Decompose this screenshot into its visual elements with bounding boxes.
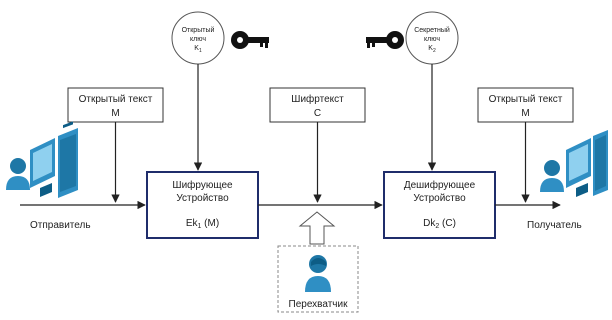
decryption-key-subscript: 2	[433, 48, 436, 54]
svg-text:Ek1 (M): Ek1 (M)	[186, 218, 219, 230]
svg-text:K2: K2	[428, 45, 436, 54]
receiver-label: Получатель	[527, 220, 582, 231]
decryption-formula-subscript: 2	[435, 223, 439, 230]
plaintext-out-box: Открытый текст M	[477, 87, 574, 123]
decryption-key-label-2: ключ	[424, 36, 440, 43]
svg-text:K1: K1	[194, 45, 202, 54]
plaintext-out-symbol: M	[521, 108, 529, 119]
interceptor-user-icon	[305, 255, 331, 292]
ciphertext-label: Шифртекст	[291, 93, 344, 105]
decryption-key-node: Секретный ключ K2	[405, 11, 459, 65]
ciphertext-box: Шифртекст C	[269, 87, 366, 123]
encryption-device-line2: Устройство	[176, 193, 229, 204]
encryption-formula-subscript: 1	[197, 223, 201, 230]
plaintext-in-symbol: M	[111, 108, 119, 119]
plaintext-in-box: Открытый текст M	[67, 87, 164, 123]
sender-user-icon	[6, 158, 30, 190]
sender-computer-icon	[30, 121, 78, 198]
decryption-formula-suffix: (C)	[439, 218, 456, 229]
decryption-device: Дешифрующее Устройство Dk2 (C)	[383, 171, 496, 239]
decryption-key-symbol: K	[428, 45, 433, 52]
encryption-formula-suffix: (M)	[201, 218, 219, 229]
sender-label: Отправитель	[30, 220, 91, 231]
encryption-key-icon	[231, 31, 269, 49]
interceptor-arrow	[298, 211, 336, 245]
encryption-key-subscript: 1	[199, 48, 202, 54]
decryption-device-line1: Дешифрующее	[404, 179, 476, 191]
svg-text:Dk2 (C): Dk2 (C)	[423, 218, 456, 230]
encryption-key-label-1: Открытый	[182, 26, 215, 34]
decryption-device-line2: Устройство	[413, 193, 466, 204]
plaintext-in-label: Открытый текст	[79, 94, 153, 105]
encryption-key-node: Открытый ключ K1	[171, 11, 225, 65]
encryption-key-symbol: K	[194, 45, 199, 52]
interceptor-label: Перехватчик	[289, 299, 349, 310]
decryption-key-label-1: Секретный	[414, 26, 450, 34]
encryption-key-label-2: ключ	[190, 36, 206, 43]
ciphertext-symbol: C	[314, 108, 321, 119]
encryption-device: Шифрующее Устройство Ek1 (M)	[146, 171, 259, 239]
encryption-device-line1: Шифрующее	[172, 179, 233, 191]
plaintext-out-label: Открытый текст	[489, 94, 563, 105]
receiver-computer-icon	[566, 130, 608, 197]
decryption-key-icon	[366, 31, 404, 49]
encryption-formula-prefix: Ek	[186, 218, 199, 229]
connectors	[20, 64, 561, 210]
receiver-user-icon	[540, 160, 564, 192]
decryption-formula-prefix: Dk	[423, 218, 436, 229]
